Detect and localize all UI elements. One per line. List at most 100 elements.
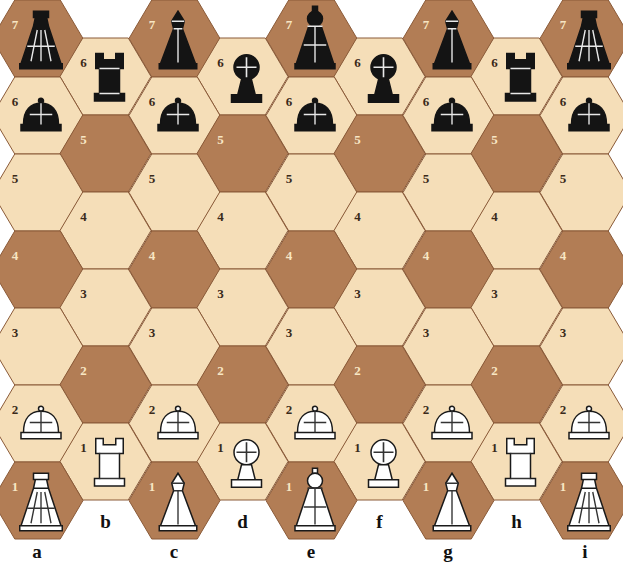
rank-number: 7: [286, 18, 293, 31]
white-piece: [21, 406, 61, 439]
white-piece: [568, 473, 611, 531]
file-letter: a: [32, 542, 42, 561]
rank-number: 3: [149, 326, 156, 339]
rank-number: 5: [217, 133, 224, 146]
rank-number: 7: [12, 18, 19, 31]
file-letter: d: [237, 512, 248, 531]
hex-shape: [540, 462, 623, 539]
black-piece: [432, 98, 472, 131]
rank-number: 2: [12, 403, 19, 416]
rank-number: 5: [423, 172, 430, 185]
file-letter: b: [100, 512, 111, 531]
rank-number: 3: [491, 287, 498, 300]
white-piece: [506, 439, 536, 487]
rank-number: 4: [80, 210, 87, 223]
rank-number: 7: [149, 18, 156, 31]
rank-number: 4: [149, 249, 156, 262]
rank-number: 4: [354, 210, 361, 223]
rank-number: 1: [12, 480, 19, 493]
white-piece: [432, 406, 472, 439]
white-piece: [232, 440, 262, 488]
rank-number: 5: [80, 133, 87, 146]
white-piece: [433, 473, 471, 531]
rank-number: 6: [286, 95, 293, 108]
white-piece: [20, 473, 63, 531]
hex-shape: [266, 462, 357, 539]
file-letter: i: [582, 542, 587, 561]
file-letter: c: [170, 542, 178, 561]
rank-number: 6: [80, 56, 87, 69]
file-letter: e: [307, 542, 315, 561]
rank-number: 6: [560, 95, 567, 108]
black-piece: [20, 11, 63, 69]
rank-number: 2: [354, 364, 361, 377]
rank-number: 3: [12, 326, 19, 339]
rank-number: 6: [12, 95, 19, 108]
rank-number: 2: [149, 403, 156, 416]
black-piece: [159, 11, 197, 69]
black-piece: [232, 55, 262, 103]
black-piece: [95, 54, 125, 102]
rank-number: 6: [149, 95, 156, 108]
hex-shape: [129, 462, 220, 539]
rank-number: 1: [491, 441, 498, 454]
white-piece: [159, 473, 197, 531]
rank-number: 1: [560, 480, 567, 493]
black-piece: [569, 98, 609, 131]
rank-number: 1: [149, 480, 156, 493]
rank-number: 6: [423, 95, 430, 108]
rank-number: 5: [491, 133, 498, 146]
rank-number: 5: [354, 133, 361, 146]
rank-number: 5: [12, 172, 19, 185]
rank-number: 6: [491, 56, 498, 69]
rank-number: 2: [491, 364, 498, 377]
rank-number: 3: [217, 287, 224, 300]
white-piece: [95, 439, 125, 487]
rank-number: 1: [217, 441, 224, 454]
rank-number: 3: [286, 326, 293, 339]
rank-number: 2: [80, 364, 87, 377]
white-piece: [295, 406, 335, 439]
rank-number: 7: [423, 18, 430, 31]
black-piece: [369, 55, 399, 103]
file-letter: h: [511, 512, 522, 531]
rank-number: 6: [354, 56, 361, 69]
rank-number: 4: [491, 210, 498, 223]
rank-number: 7: [560, 18, 567, 31]
rank-number: 1: [286, 480, 293, 493]
rank-number: 1: [354, 441, 361, 454]
black-piece: [158, 98, 198, 131]
white-piece: [295, 468, 335, 531]
white-piece: [369, 440, 399, 488]
rank-number: 4: [560, 249, 567, 262]
rank-number: 3: [423, 326, 430, 339]
rank-number: 1: [423, 480, 430, 493]
rank-number: 2: [286, 403, 293, 416]
rank-number: 4: [217, 210, 224, 223]
rank-number: 2: [217, 364, 224, 377]
rank-number: 4: [423, 249, 430, 262]
black-piece: [433, 11, 471, 69]
rank-number: 2: [423, 403, 430, 416]
file-letter: g: [443, 542, 453, 561]
rank-number: 5: [149, 172, 156, 185]
white-piece: [158, 406, 198, 439]
rank-number: 6: [217, 56, 224, 69]
rank-number: 2: [560, 403, 567, 416]
rank-number: 4: [286, 249, 293, 262]
black-piece: [295, 6, 335, 69]
rank-number: 3: [80, 287, 87, 300]
black-piece: [506, 54, 536, 102]
black-piece: [21, 98, 61, 131]
hex-shape: [403, 462, 494, 539]
rank-number: 4: [12, 249, 19, 262]
hex-shape: [0, 462, 83, 539]
rank-number: 3: [560, 326, 567, 339]
rank-number: 1: [80, 441, 87, 454]
rank-number: 3: [354, 287, 361, 300]
file-letter: f: [376, 512, 382, 531]
white-piece: [569, 406, 609, 439]
